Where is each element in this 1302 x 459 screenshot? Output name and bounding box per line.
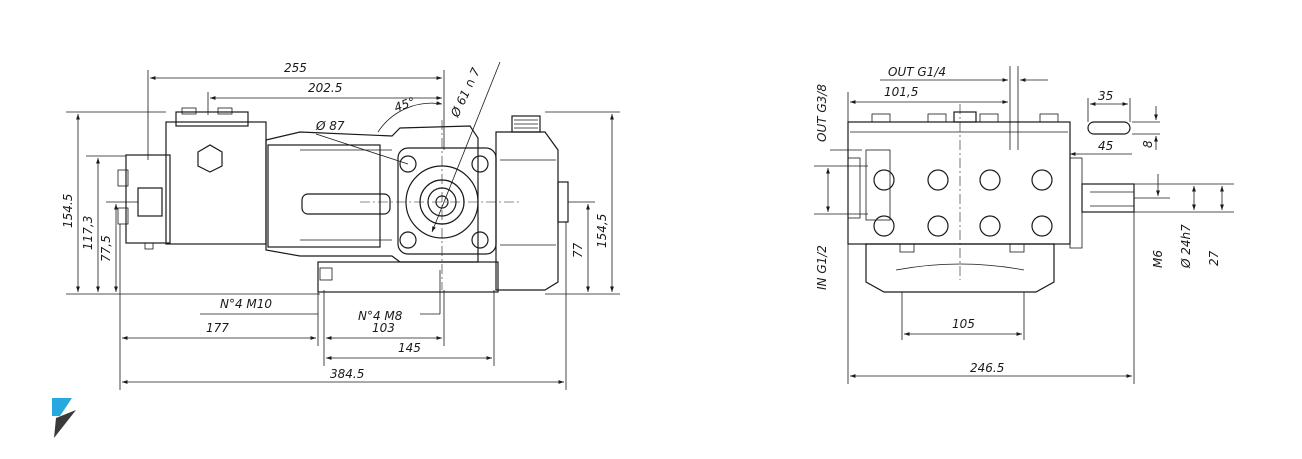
dim-145: 145	[398, 341, 421, 355]
dim-8: 8	[1141, 140, 1155, 148]
dim-117-3: 117,3	[81, 216, 95, 250]
crankcase	[495, 115, 569, 291]
dim-35: 35	[1098, 89, 1113, 103]
pump-body	[265, 125, 479, 263]
dim-103: 103	[372, 321, 395, 335]
dim-255: 255	[284, 61, 307, 75]
dim-77: 77	[571, 242, 585, 258]
keyway	[1087, 121, 1131, 135]
dim-154-5-left: 154.5	[61, 194, 75, 228]
manifold-block	[847, 104, 1083, 280]
dim-101-5: 101,5	[884, 85, 918, 99]
dim-202-5: 202.5	[308, 81, 342, 95]
flange	[360, 120, 520, 290]
label-m6: M6	[1151, 250, 1165, 268]
dim-177: 177	[206, 321, 229, 335]
dim-77-5: 77,5	[99, 235, 113, 262]
dim-dia-61: Ø 61 ∩ 7	[448, 65, 483, 120]
label-in-g1-2: IN G1/2	[815, 245, 829, 290]
dim-dia-24h7: Ø 24h7	[1179, 224, 1193, 269]
crankcase-front	[865, 243, 1055, 293]
label-n4-m10: N°4 M10	[220, 297, 272, 311]
dim-45-deg: 45°	[392, 94, 417, 114]
dim-105: 105	[952, 317, 975, 331]
manifold-head	[117, 107, 267, 250]
label-n4-m8: N°4 M8	[358, 309, 403, 323]
dim-45: 45	[1098, 139, 1113, 153]
side-view: 255 202.5 45° Ø 87 Ø 61 ∩ 7 154.5 117,3 …	[61, 61, 620, 390]
label-out-g1-4: OUT G1/4	[888, 65, 946, 79]
dim-154-5-right: 154,5	[595, 214, 609, 248]
front-dimensions: 101,5 OUT G1/4 OUT G3/8 IN G1/2 35 8 45	[814, 65, 1234, 384]
label-out-g3-8: OUT G3/8	[815, 84, 829, 142]
base-foot	[317, 261, 499, 293]
shaft	[1081, 183, 1135, 213]
side-dimensions: 255 202.5 45° Ø 87 Ø 61 ∩ 7 154.5 117,3 …	[61, 61, 620, 390]
dim-246-5: 246.5	[970, 361, 1004, 375]
dim-384-5: 384.5	[330, 367, 364, 381]
front-view: 101,5 OUT G1/4 OUT G3/8 IN G1/2 35 8 45	[814, 65, 1234, 384]
brand-logo-icon	[52, 398, 76, 438]
dim-27: 27	[1207, 250, 1221, 266]
dim-dia-87: Ø 87	[315, 119, 345, 133]
